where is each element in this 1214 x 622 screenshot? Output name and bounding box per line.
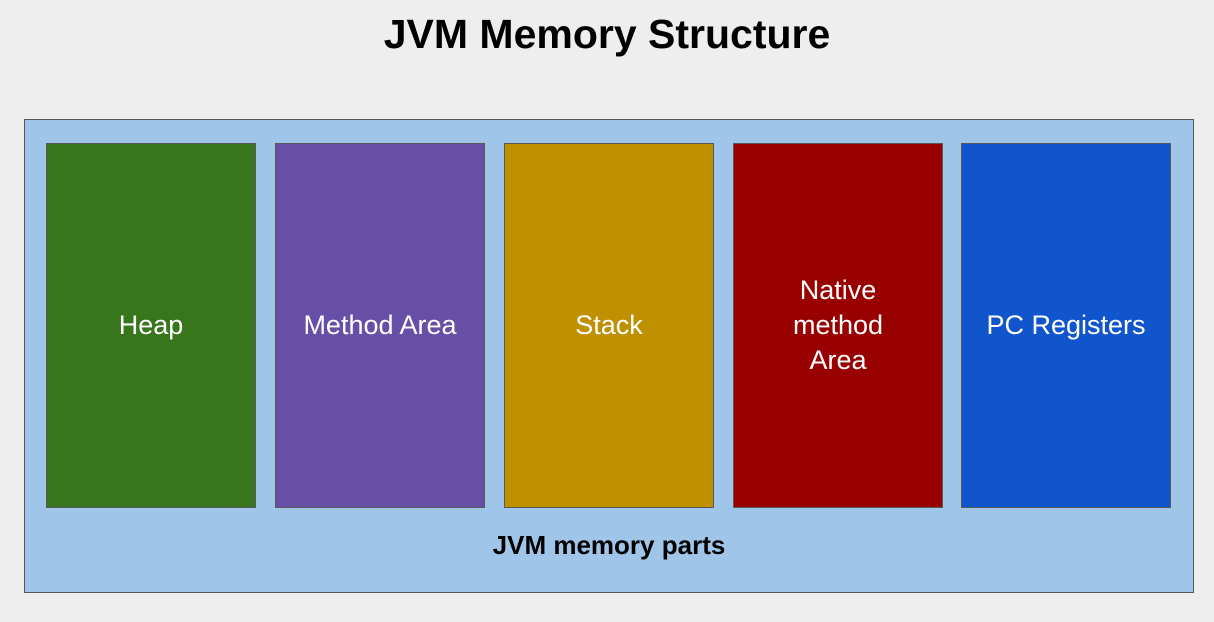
pc-registers-block: PC Registers xyxy=(961,143,1171,508)
heap-label: Heap xyxy=(118,310,184,340)
method-area-block: Method Area xyxy=(275,143,485,508)
stack-block: Stack xyxy=(504,143,714,508)
heap-block: Heap xyxy=(46,143,256,508)
method-area-label: Method Area xyxy=(303,310,457,340)
native-method-area-block: Native method Area xyxy=(733,143,943,508)
jvm-memory-container: Heap Method Area Stack Native method Are… xyxy=(24,119,1194,593)
container-label: JVM memory parts xyxy=(492,530,726,560)
native-method-area-label: Native method Area xyxy=(792,275,884,375)
stack-label: Stack xyxy=(575,310,643,340)
pc-registers-label: PC Registers xyxy=(986,310,1146,340)
diagram-title: JVM Memory Structure xyxy=(383,11,831,57)
